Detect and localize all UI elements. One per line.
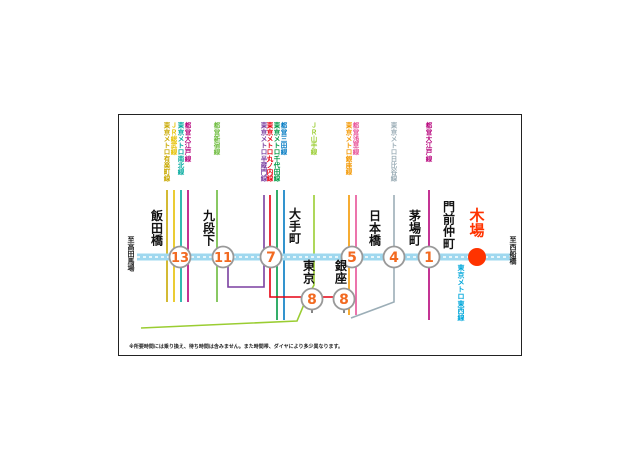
target-station-marker[interactable] xyxy=(468,248,486,266)
line-hanzomon xyxy=(227,195,265,288)
badge-circle xyxy=(340,245,364,269)
line-label: 東京メトロ日比谷線 xyxy=(391,121,398,183)
minute-badge[interactable]: 8 xyxy=(300,287,324,311)
line-hibiya xyxy=(350,195,395,319)
direction-left-label: 至高田馬場 xyxy=(128,236,135,273)
station-name: 東京 xyxy=(303,258,315,285)
minute-badge[interactable]: 11 xyxy=(211,245,235,269)
target-station-name: 木場 xyxy=(468,206,485,239)
minute-badge[interactable]: 13 xyxy=(168,245,192,269)
line-label: 東京メトロ千代田線 xyxy=(273,121,281,183)
line-label: 東京メトロ銀座線 xyxy=(345,121,353,176)
station-name: 日本橋 xyxy=(369,209,382,247)
minute-badge[interactable]: 5 xyxy=(340,245,364,269)
badge-circle xyxy=(259,245,283,269)
minute-badge[interactable]: 1 xyxy=(417,245,441,269)
line-label: 東京メトロ丸ノ内線 xyxy=(266,121,274,183)
badge-circle xyxy=(382,245,406,269)
line-label: 東京メトロ半蔵門線 xyxy=(260,121,268,183)
line-label: 都営大江戸線 xyxy=(184,121,192,163)
line-label: 都営新宿線 xyxy=(213,121,221,157)
direction-right-label: 至西船橋 xyxy=(510,236,518,265)
badge-circle xyxy=(300,287,324,311)
minute-value: 7 xyxy=(266,250,276,266)
line-label: 都営大江戸線 xyxy=(425,121,433,163)
station-name: 九段下 xyxy=(202,208,216,247)
line-label: ＪＲ総武線 xyxy=(171,122,178,157)
minute-value: 8 xyxy=(339,292,349,308)
badge-circle xyxy=(417,245,441,269)
line-label: 東京メトロ南北線 xyxy=(178,121,185,176)
line-label: 東京メトロ有楽町線 xyxy=(163,121,171,183)
minute-badges: 13 11 7 5 4 1 8 8 xyxy=(168,245,441,311)
station-name: 銀座 xyxy=(334,258,347,285)
minute-badge[interactable]: 4 xyxy=(382,245,406,269)
line-labels: 東京メトロ有楽町線ＪＲ総武線東京メトロ南北線都営大江戸線都営新宿線東京メトロ半蔵… xyxy=(163,121,433,183)
badge-circle xyxy=(332,287,356,311)
line-label: 都営浅草線 xyxy=(352,121,360,157)
station-name: 茅場町 xyxy=(409,208,421,247)
minute-value: 1 xyxy=(424,250,434,266)
minute-value: 8 xyxy=(307,292,317,308)
minute-value: 5 xyxy=(347,250,357,266)
line-label: ＪＲ山手線 xyxy=(311,122,318,157)
minute-value: 11 xyxy=(214,251,232,266)
footnote: ※所要時間には乗り換え、待ち時間は含みません。また時間帯、ダイヤにより多少異なり… xyxy=(129,343,343,350)
minute-value: 13 xyxy=(171,251,189,266)
station-name: 門前仲町 xyxy=(443,200,455,251)
minute-value: 4 xyxy=(389,250,399,266)
line-label: 都営三田線 xyxy=(280,121,288,157)
badge-circle xyxy=(211,245,235,269)
station-name: 大手町 xyxy=(289,206,301,245)
target-line-label: 東京メトロ東西線 xyxy=(458,263,466,322)
minute-badge[interactable]: 8 xyxy=(332,287,356,311)
badge-circle xyxy=(168,245,192,269)
minute-badge[interactable]: 7 xyxy=(259,245,283,269)
station-name: 飯田橋 xyxy=(150,208,164,247)
